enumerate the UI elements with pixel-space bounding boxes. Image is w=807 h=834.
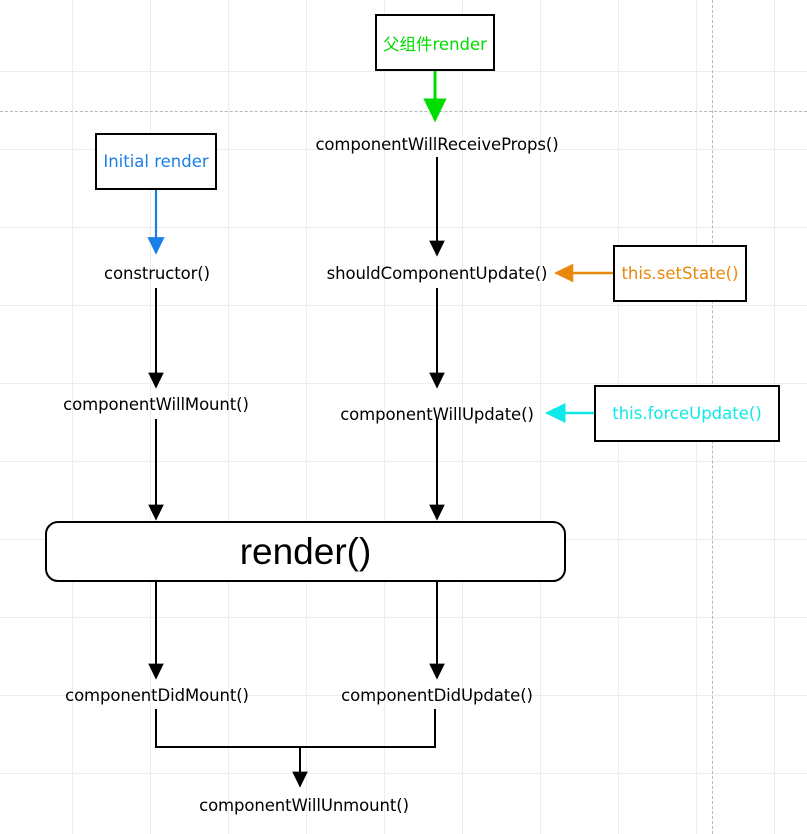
parent-render-label: 父组件render	[383, 34, 487, 54]
merge-connector-unmount	[155, 709, 436, 748]
render-box[interactable]: render()	[45, 521, 566, 582]
page-guide-horizontal	[0, 111, 807, 112]
label-component-will-mount: componentWillMount()	[63, 395, 249, 414]
label-should-component-update: shouldComponentUpdate()	[326, 264, 548, 283]
initial-render-box[interactable]: Initial render	[95, 133, 217, 190]
label-component-will-update: componentWillUpdate()	[340, 405, 534, 424]
set-state-label: this.setState()	[621, 264, 739, 283]
label-component-did-mount: componentDidMount()	[65, 686, 249, 705]
label-component-will-unmount: componentWillUnmount()	[199, 796, 409, 815]
label-constructor: constructor()	[104, 264, 210, 283]
parent-render-box[interactable]: 父组件render	[375, 14, 495, 71]
initial-render-label: Initial render	[103, 152, 209, 171]
render-label: render()	[239, 530, 372, 572]
set-state-box[interactable]: this.setState()	[613, 245, 747, 302]
force-update-box[interactable]: this.forceUpdate()	[594, 385, 780, 442]
label-component-did-update: componentDidUpdate()	[341, 686, 533, 705]
label-component-will-receive-props: componentWillReceiveProps()	[315, 135, 559, 154]
force-update-label: this.forceUpdate()	[612, 404, 762, 423]
